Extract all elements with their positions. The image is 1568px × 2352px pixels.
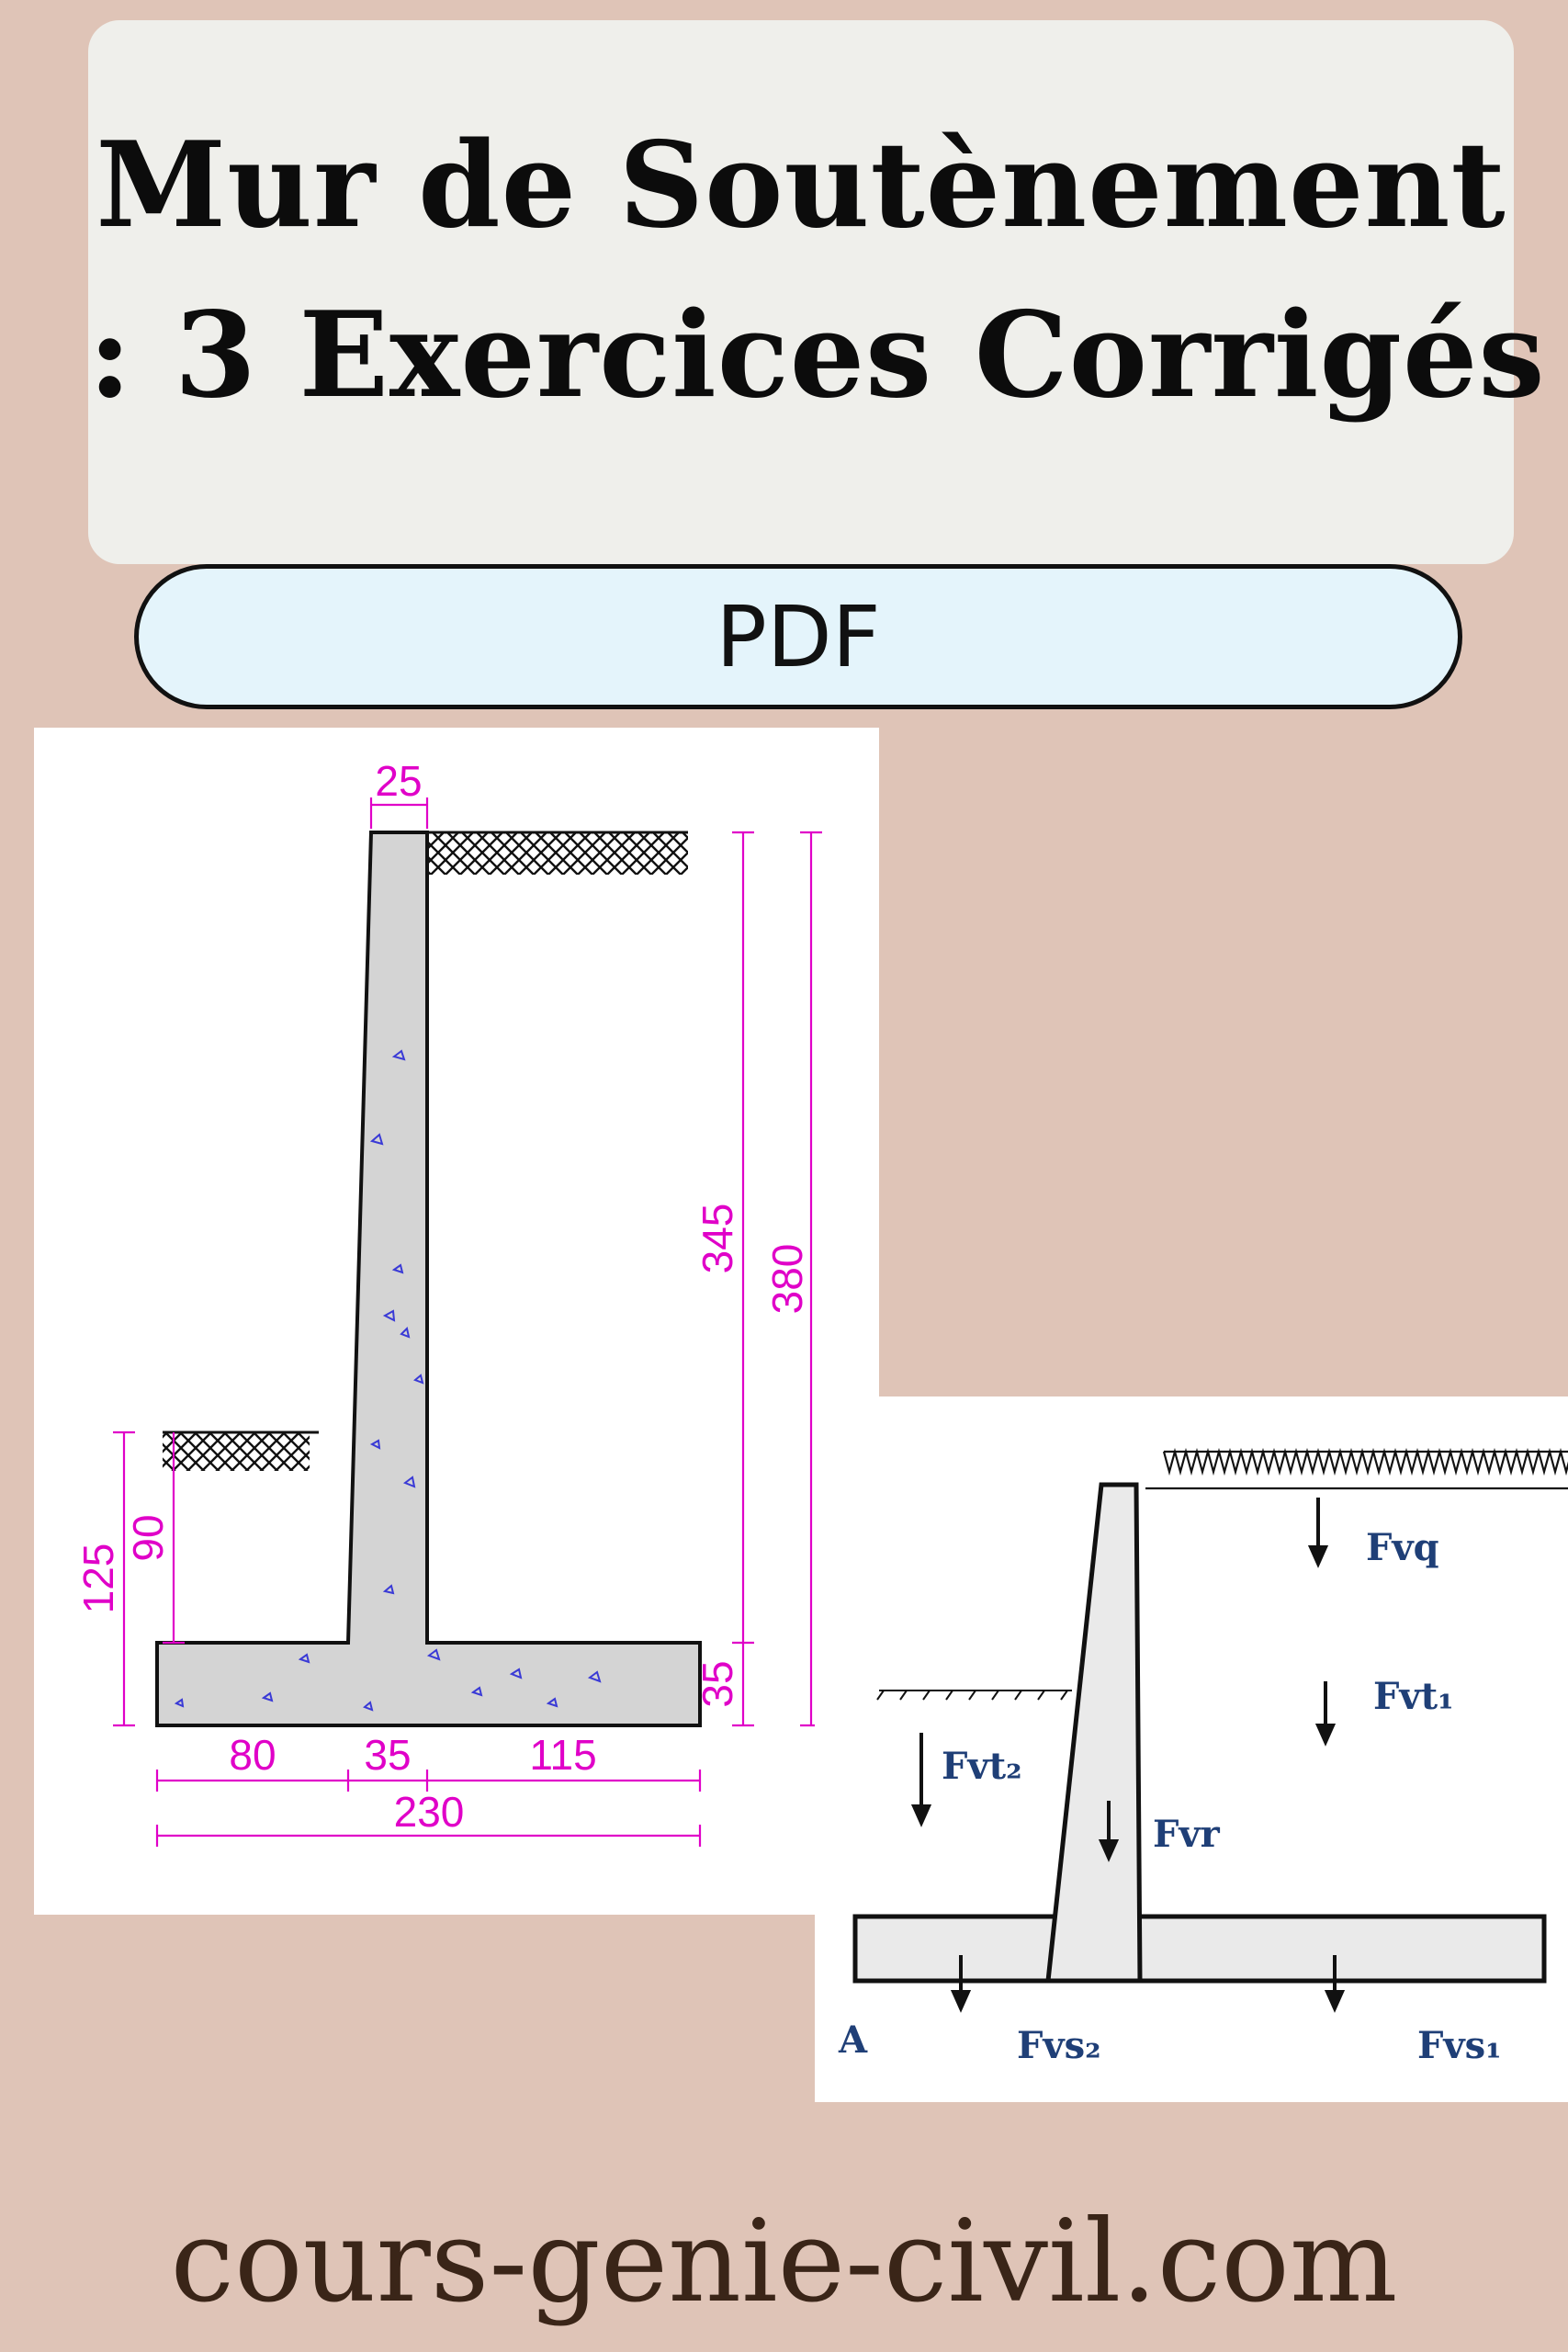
wall-section	[155, 831, 702, 1727]
aggregate-marks	[174, 1049, 602, 1712]
force-label-fvs1: Fvs₁	[1417, 2024, 1502, 2067]
dim-toe: 80	[229, 1731, 276, 1779]
retaining-wall-dimension-diagram: 25 345 380 35 125 90 80 35 115 230	[34, 728, 879, 1915]
title-line-2: : 3 Exercices Corrigés	[88, 287, 1546, 424]
dim-base-width: 230	[394, 1788, 465, 1836]
dimension-lines	[113, 797, 822, 1847]
site-url[interactable]: cours-genie-civil.com	[170, 2196, 1398, 2328]
title-line-1: Mur de Soutènement	[96, 117, 1506, 254]
dim-top-width: 25	[375, 757, 422, 805]
wall-stem	[1045, 1482, 1143, 1984]
base-slab	[852, 1914, 1547, 1984]
retaining-wall-forces-diagram: Fvq Fvt₁ Fvt₂ Fvr Fvs₂ Fvs₁ A	[815, 1396, 1568, 2102]
force-label-fvr: Fvr	[1153, 1813, 1221, 1856]
title-card: Mur de Soutènement : 3 Exercices Corrigé…	[88, 20, 1546, 564]
dim-stem-base: 35	[364, 1731, 411, 1779]
force-label-fvt2: Fvt₂	[942, 1745, 1022, 1788]
force-label-fvq: Fvq	[1366, 1526, 1439, 1569]
wall-dimension-svg: 25 345 380 35 125 90 80 35 115 230	[74, 757, 822, 1847]
dim-stem-height: 345	[694, 1204, 741, 1274]
pdf-badge-label: PDF	[716, 587, 881, 686]
dim-front-height: 90	[124, 1514, 172, 1561]
force-label-fvs2: Fvs₂	[1017, 2024, 1101, 2067]
force-label-fvt1: Fvt₁	[1373, 1675, 1454, 1718]
backfill-soil-hatch	[429, 832, 688, 875]
dim-front-height-total: 125	[74, 1544, 122, 1614]
surcharge-load-symbol	[1145, 1447, 1568, 1490]
front-soil-hatch	[163, 1432, 310, 1471]
dim-base-thickness: 35	[694, 1660, 741, 1707]
front-ground-line	[876, 1690, 1072, 1701]
wall-forces-svg: Fvq Fvt₁ Fvt₂ Fvr Fvs₂ Fvs₁ A	[838, 1447, 1568, 2067]
dim-heel: 115	[529, 1731, 596, 1779]
dim-total-height: 380	[763, 1244, 811, 1315]
pdf-badge[interactable]: PDF	[134, 564, 1462, 709]
point-label-a: A	[838, 2018, 868, 2062]
force-arrows	[910, 1498, 1346, 2013]
